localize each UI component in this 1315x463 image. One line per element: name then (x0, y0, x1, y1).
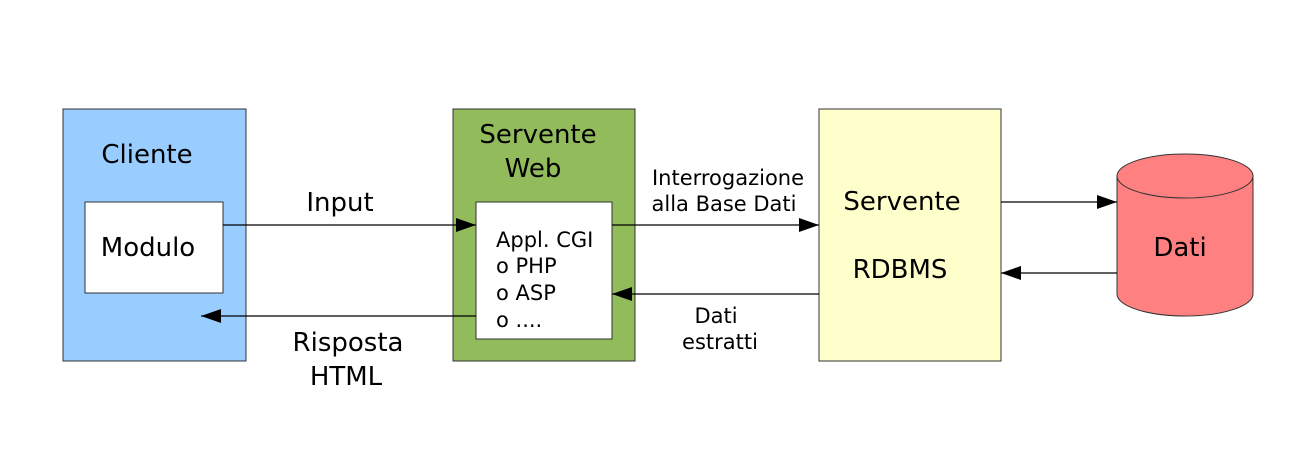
database-node: Dati (1116, 153, 1254, 317)
extracted-label-line2: estratti (682, 330, 758, 354)
response-label-line2: HTML (310, 362, 383, 392)
database-cylinder-top (1116, 153, 1254, 199)
app-line-2: o PHP (496, 254, 557, 278)
extracted-label-line1: Dati (694, 304, 737, 328)
rdbms-box (818, 108, 1002, 362)
rdbms-title-line1: Servente (843, 187, 960, 217)
form-box (84, 201, 224, 294)
app-line-1: Appl. CGI (496, 228, 593, 252)
response-label-line1: Risposta (293, 328, 404, 358)
web-server-title-line1: Servente (479, 120, 596, 150)
database-cylinder-body (1116, 175, 1254, 317)
client-title: Cliente (101, 140, 192, 170)
web-server-node: Servente Web Appl. CGI o PHP o ASP o ...… (452, 108, 636, 362)
rdbms-node: Servente RDBMS (818, 108, 1002, 362)
query-label-line2: alla Base Dati (651, 192, 796, 216)
app-line-3: o ASP (496, 281, 556, 305)
app-line-4: o .... (496, 308, 542, 332)
web-server-title-line2: Web (505, 154, 562, 184)
query-label-line1: Interrogazione (652, 166, 804, 190)
form-label: Modulo (101, 233, 195, 263)
client-node: Cliente Modulo (62, 108, 247, 362)
database-label: Dati (1153, 233, 1206, 263)
application-box (475, 201, 613, 340)
rdbms-title-line2: RDBMS (853, 255, 948, 285)
input-label: Input (306, 188, 373, 218)
